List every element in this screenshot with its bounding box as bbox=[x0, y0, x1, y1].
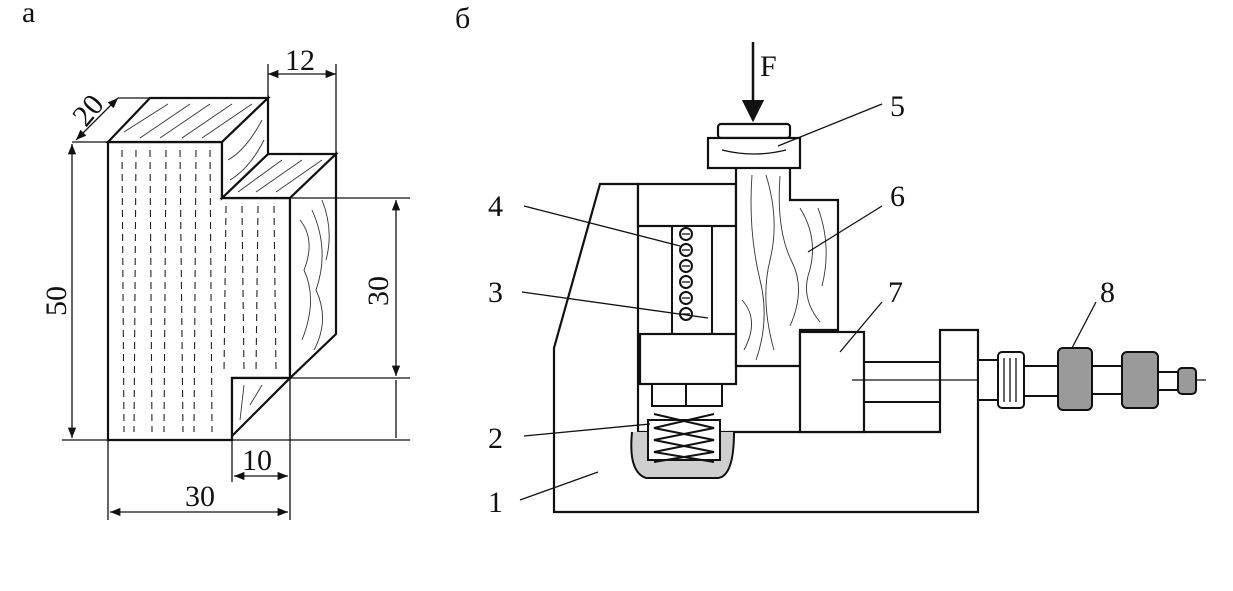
spring-assembly bbox=[630, 413, 735, 479]
dim-height: 50 bbox=[40, 143, 108, 441]
load-plate bbox=[706, 122, 802, 170]
dim-notch-height: 30 bbox=[232, 197, 410, 441]
dim-width-bottom: 30 bbox=[107, 440, 288, 520]
dim-label-30-vertical: 30 bbox=[362, 276, 395, 306]
base-frame bbox=[552, 182, 980, 514]
specimen-lower-notch-face bbox=[230, 376, 293, 439]
panel-label-a: а bbox=[22, 0, 35, 29]
force-label: F bbox=[760, 50, 777, 83]
dim-label-20: 20 bbox=[66, 88, 111, 132]
part-number-8: 8 bbox=[1100, 276, 1115, 309]
specimen-right-side-face bbox=[288, 151, 338, 381]
part-callouts: 1 2 3 4 5 6 7 8 bbox=[488, 90, 1115, 519]
front-grain bbox=[121, 149, 277, 433]
knurled-end-cap bbox=[1177, 367, 1197, 395]
lower-slider bbox=[638, 332, 738, 386]
device-specimen bbox=[734, 164, 840, 368]
panel-label-b: б bbox=[455, 2, 470, 35]
dim-label-30-horizontal: 30 bbox=[185, 480, 215, 513]
knurled-thimble bbox=[1057, 347, 1093, 411]
figure-b: б F bbox=[455, 2, 1206, 519]
dim-notch-width: 10 bbox=[231, 378, 291, 520]
dim-label-50: 50 bbox=[40, 286, 73, 316]
wood-specimen bbox=[105, 95, 339, 442]
micrometer bbox=[977, 347, 1197, 411]
movable-jaw bbox=[798, 330, 866, 434]
part-number-2: 2 bbox=[488, 422, 503, 455]
coil-spring bbox=[653, 413, 715, 463]
guide-column bbox=[636, 182, 738, 407]
part-number-1: 1 bbox=[488, 486, 503, 519]
top-grain bbox=[123, 103, 323, 421]
part-number-4: 4 bbox=[488, 190, 503, 223]
part-number-6: 6 bbox=[890, 180, 905, 213]
dim-label-12: 12 bbox=[285, 44, 315, 77]
knurled-ratchet bbox=[1121, 351, 1159, 409]
side-grain bbox=[227, 119, 330, 351]
dim-width-top: 12 bbox=[267, 44, 337, 154]
dim-label-10: 10 bbox=[242, 444, 272, 477]
force-arrow: F bbox=[741, 42, 777, 123]
specimen-upper-side-face bbox=[220, 95, 270, 201]
part-number-5: 5 bbox=[890, 90, 905, 123]
figure-a: а bbox=[22, 0, 410, 520]
part-number-7: 7 bbox=[888, 276, 903, 309]
part-number-3: 3 bbox=[488, 276, 503, 309]
